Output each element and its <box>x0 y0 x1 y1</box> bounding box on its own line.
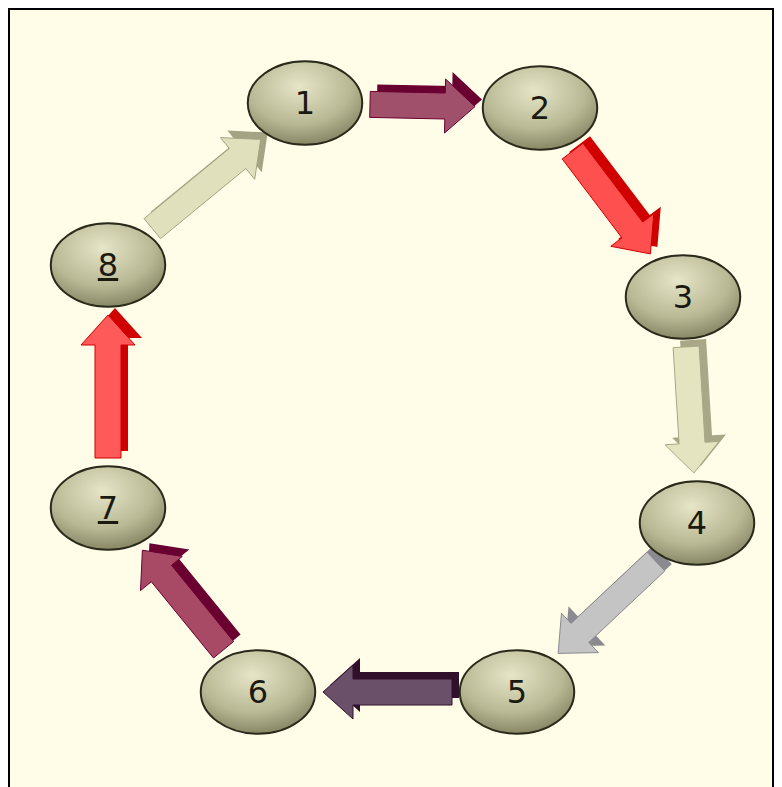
arrow-face <box>323 665 452 719</box>
block-arrow <box>370 72 482 133</box>
step-number: 2 <box>530 92 550 124</box>
block-arrow <box>562 136 661 254</box>
step-number: 4 <box>687 507 707 539</box>
ellipse-outline <box>483 66 597 150</box>
arrow-face <box>141 550 234 658</box>
block-arrow <box>323 658 459 719</box>
arrow-face <box>665 346 719 473</box>
number-ellipse: 7 <box>49 464 167 552</box>
arrow-face <box>562 143 654 254</box>
block-arrow <box>81 308 142 458</box>
arrow-face <box>370 79 475 133</box>
ellipse-outline <box>626 255 740 339</box>
block-arrow <box>558 545 672 653</box>
frame-rect <box>9 9 773 787</box>
number-ellipse: 6 <box>199 648 317 736</box>
number-ellipse: 5 <box>458 648 576 736</box>
number-ellipse: 2 <box>481 64 599 152</box>
ellipse-outline <box>640 481 754 565</box>
step-number: 6 <box>248 676 268 708</box>
arrow-face <box>558 552 665 653</box>
block-arrow <box>665 339 726 473</box>
ellipse-outline <box>248 61 362 145</box>
step-number: 1 <box>295 87 315 119</box>
number-ellipse: 4 <box>638 479 756 567</box>
number-ellipse: 1 <box>246 59 364 147</box>
number-ellipse: 8 <box>49 221 167 309</box>
ellipse-outline <box>460 650 574 734</box>
number-ellipse: 3 <box>624 253 742 341</box>
step-number: 8 <box>98 249 118 281</box>
ellipse-outline <box>201 650 315 734</box>
block-arrow <box>144 131 268 239</box>
step-number: 5 <box>507 676 527 708</box>
arrow-face <box>81 315 135 458</box>
ellipse-outline <box>51 466 165 550</box>
ellipse-outline <box>51 223 165 307</box>
step-number: 3 <box>673 281 693 313</box>
arrow-face <box>144 138 261 239</box>
step-number: 7 <box>98 492 118 524</box>
block-arrow <box>141 543 241 658</box>
